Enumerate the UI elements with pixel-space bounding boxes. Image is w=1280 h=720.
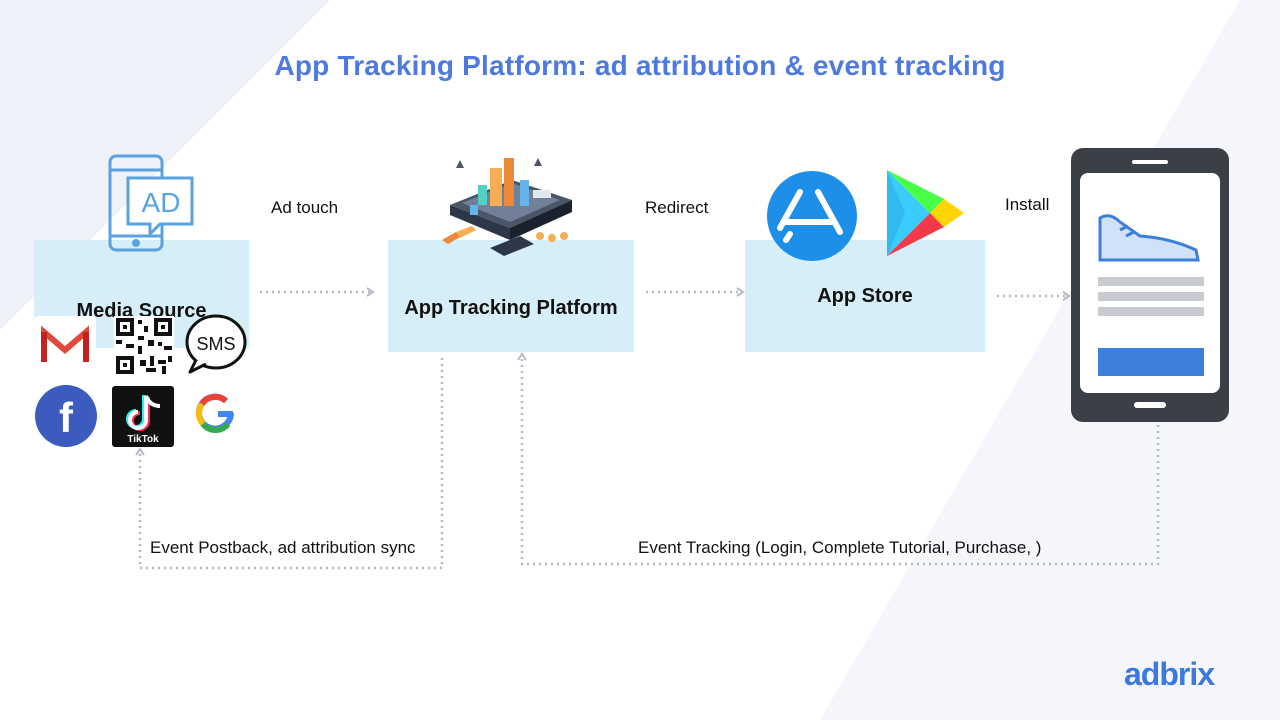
adbrix-logo: adbrix [1124, 656, 1215, 693]
page-title: App Tracking Platform: ad attribution & … [274, 50, 1006, 81]
redirect-label: Redirect [645, 198, 709, 217]
app-store-box: App Store [745, 240, 985, 352]
arrow-event-tracking [517, 352, 1160, 566]
install-label: Install [1005, 195, 1050, 214]
ad-touch-label: Ad touch [271, 198, 339, 217]
media-source-label: Media Source [76, 299, 207, 322]
atp-label: App Tracking Platform [404, 296, 618, 319]
app-store-label: App Store [817, 284, 913, 307]
postback-label: Event Postback, ad attribution sync [150, 538, 416, 557]
event-tracking-label: Event Tracking (Login, Complete Tutorial… [638, 538, 1042, 557]
atp-box: App Tracking Platform [388, 240, 634, 352]
arrow-postback [135, 358, 444, 570]
logo-text: adbrix [1124, 656, 1215, 692]
